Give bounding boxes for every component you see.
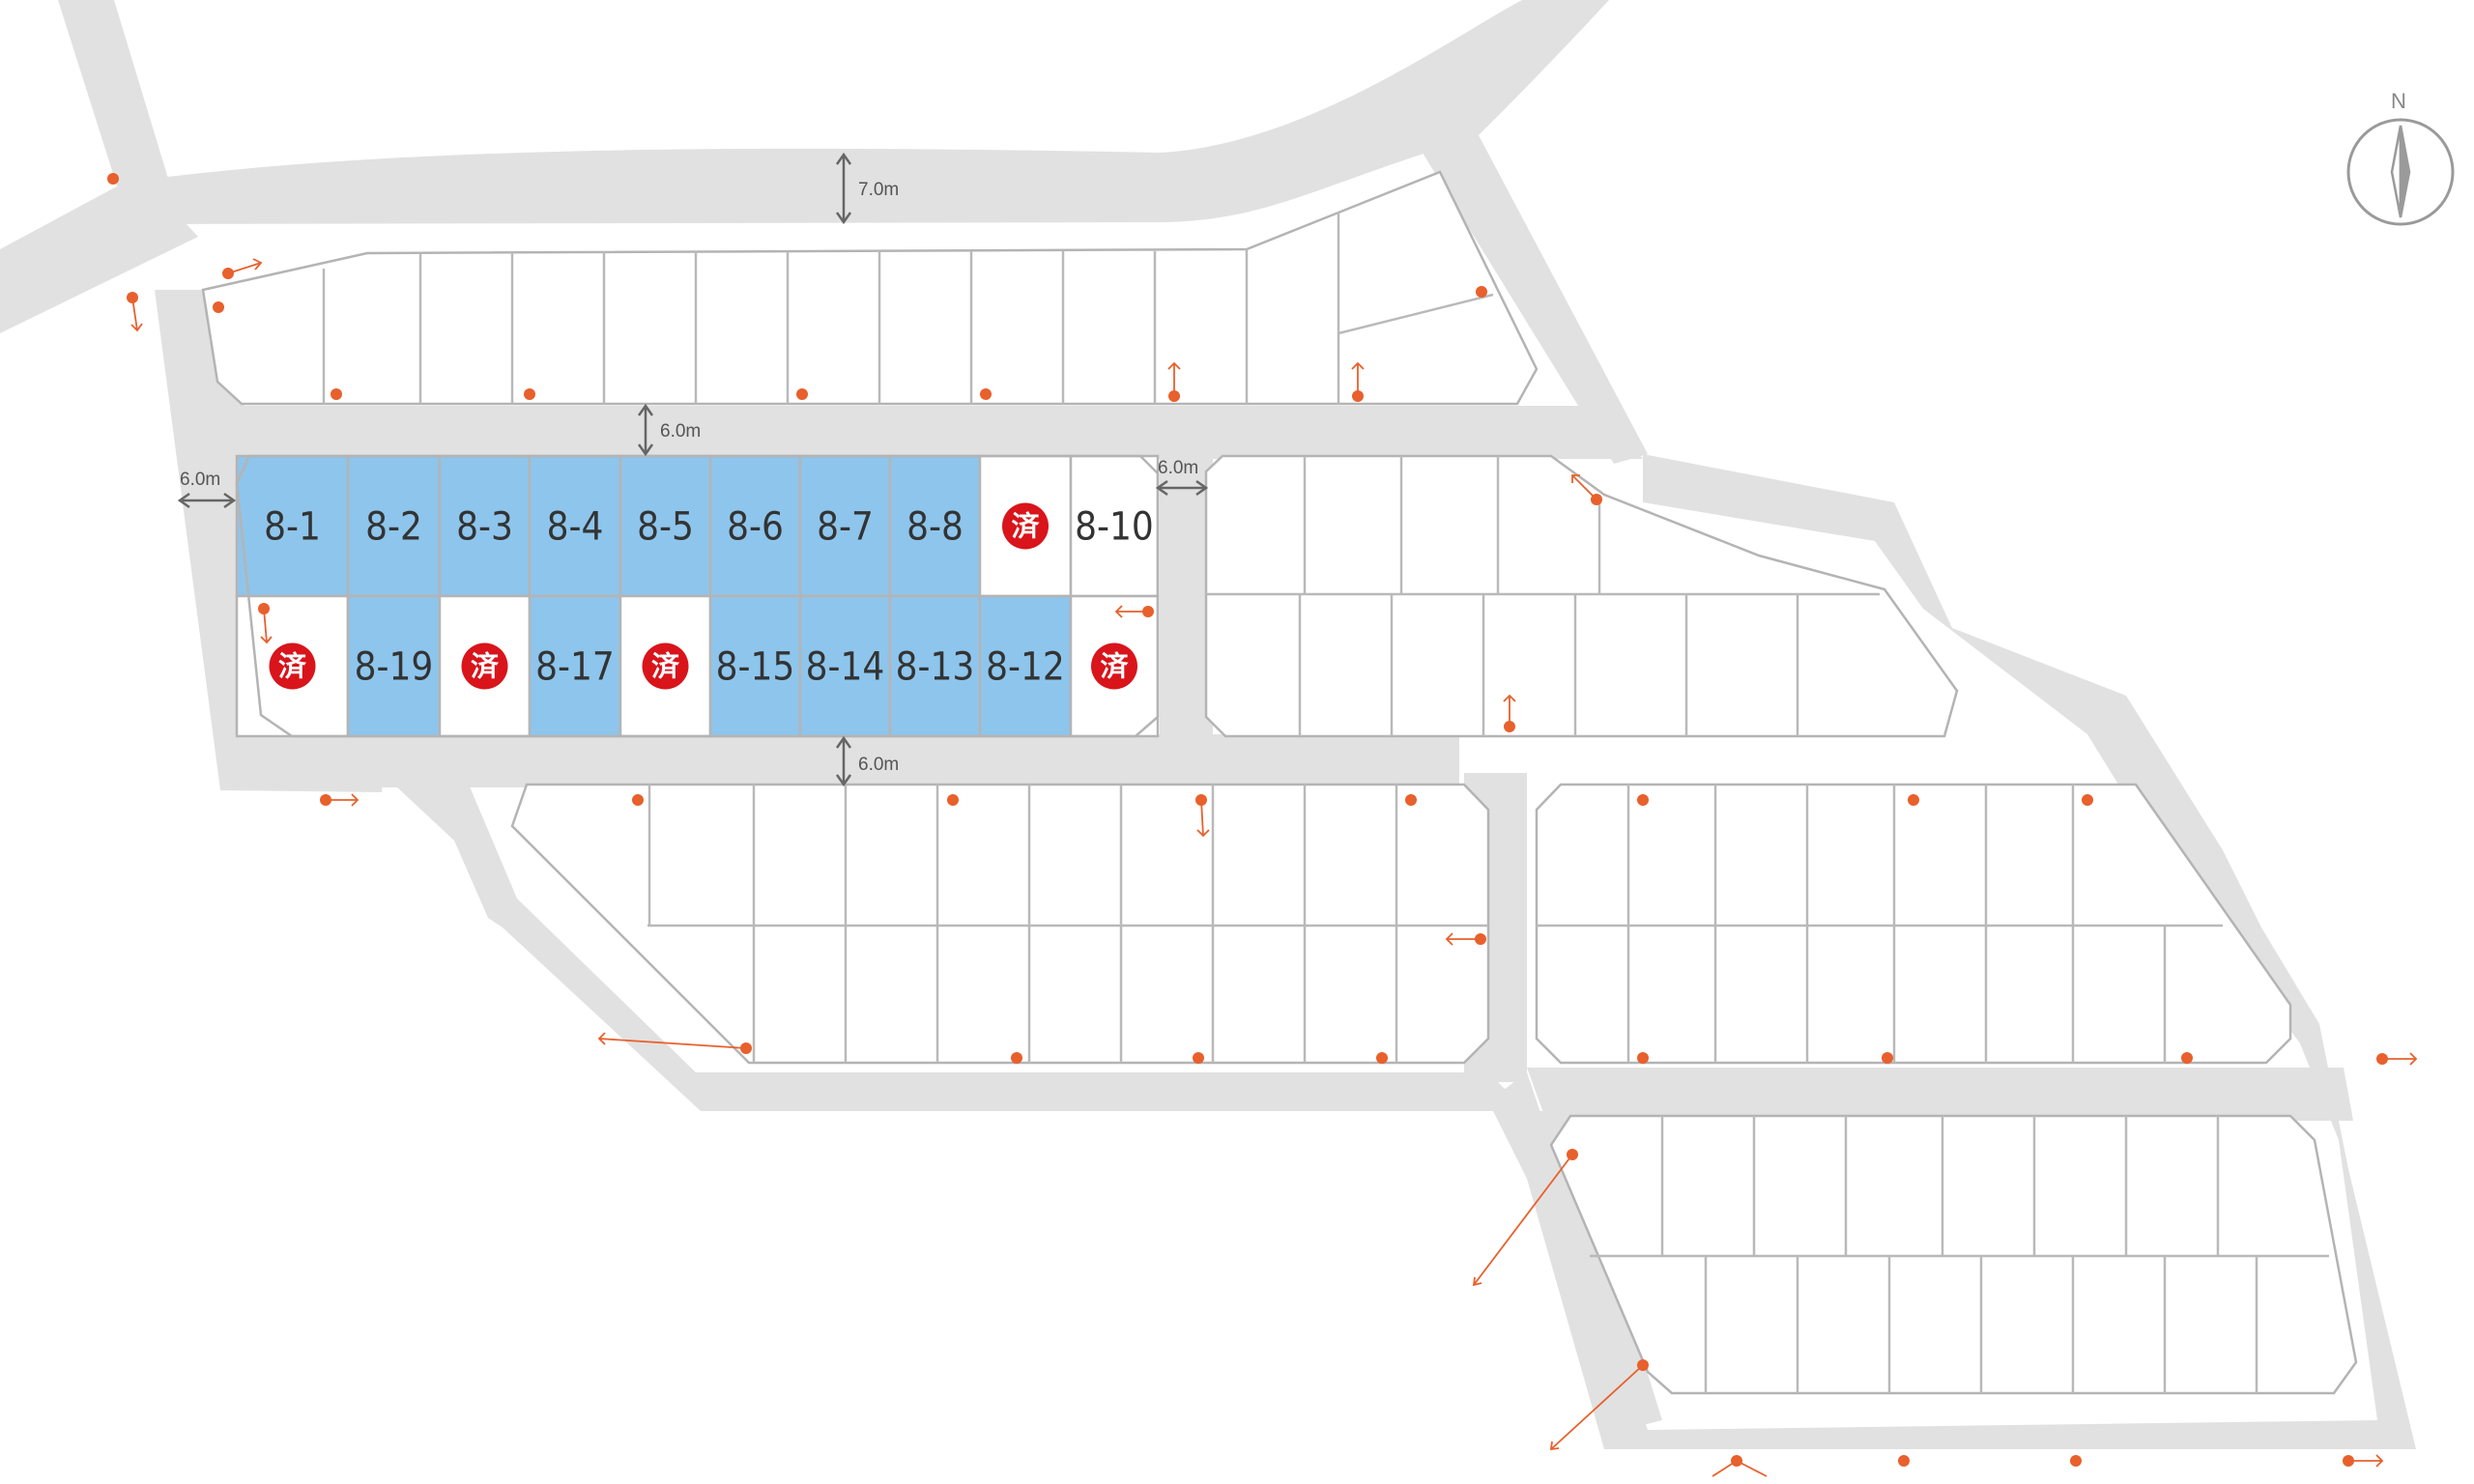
sold-badge-label: 済 bbox=[471, 650, 500, 683]
dim-label-east: 6.0m bbox=[1158, 458, 1198, 478]
middle-road bbox=[222, 734, 1459, 787]
dimension-upper-road: 6.0m bbox=[637, 403, 701, 457]
east-outer-road bbox=[1488, 454, 2416, 1449]
dim-label-upper: 6.0m bbox=[660, 421, 701, 442]
survey-point-markers bbox=[107, 173, 2418, 1477]
sold-badge-label: 済 bbox=[278, 650, 307, 683]
lot-cell-8-13[interactable] bbox=[888, 594, 982, 738]
lower-horizontal-road bbox=[1527, 1068, 2353, 1121]
lot-label: 8-1 bbox=[264, 505, 321, 550]
dimension-north-road: 7.0m bbox=[835, 152, 899, 225]
dimension-lower-road: 6.0m bbox=[835, 735, 899, 787]
south-block bbox=[1549, 1114, 2358, 1395]
east-diagonal-road bbox=[1421, 135, 1648, 464]
lot-label: 8-7 bbox=[817, 505, 874, 550]
center-vertical-road bbox=[1160, 444, 1213, 754]
lot-label: 8-5 bbox=[637, 505, 694, 550]
dim-label-north: 7.0m bbox=[858, 180, 899, 200]
lot-cell-8-6[interactable] bbox=[708, 454, 802, 598]
lot-label: 8-12 bbox=[986, 645, 1065, 690]
southeast-road bbox=[1527, 1111, 1662, 1430]
middle-left-block bbox=[510, 783, 1490, 1065]
lot-label: 8-15 bbox=[716, 645, 795, 690]
dimension-east-road: 6.0m bbox=[1155, 458, 1209, 497]
sold-badge-label: 済 bbox=[1011, 510, 1040, 543]
upper-road bbox=[213, 406, 1643, 459]
lot-label: 8-10 bbox=[1075, 505, 1154, 550]
sold-badge-label: 済 bbox=[651, 650, 680, 683]
road-network bbox=[0, 0, 2416, 1449]
north-compass: N bbox=[2346, 89, 2455, 226]
sold-badge bbox=[461, 642, 508, 690]
lot-label: 8-4 bbox=[547, 505, 604, 550]
lot-cell-8-19[interactable] bbox=[346, 594, 442, 738]
lot-cell-8-12[interactable] bbox=[978, 594, 1073, 738]
north-block bbox=[201, 170, 1539, 406]
dim-label-lower: 6.0m bbox=[858, 755, 899, 775]
lot-cell-8-7[interactable] bbox=[798, 454, 892, 598]
lot-label: 8-13 bbox=[896, 645, 975, 690]
northwest-diagonal-road bbox=[58, 0, 169, 198]
compass-label: N bbox=[2391, 89, 2406, 113]
lot-cell-8-3[interactable] bbox=[438, 454, 532, 598]
dim-label-west: 6.0m bbox=[180, 470, 220, 490]
north-road bbox=[116, 0, 1609, 224]
sold-badge-label: 済 bbox=[1100, 650, 1129, 683]
lot-cell-8-10[interactable] bbox=[1069, 454, 1160, 598]
sold-badge bbox=[642, 642, 689, 690]
lot-label: 8-8 bbox=[906, 505, 964, 550]
lot-label: 8-17 bbox=[535, 645, 615, 690]
lot-label: 8-14 bbox=[806, 645, 885, 690]
sold-badge bbox=[1002, 502, 1049, 550]
lot-label: 8-2 bbox=[365, 505, 422, 550]
lot-label: 8-3 bbox=[456, 505, 513, 550]
lower-left-road bbox=[382, 773, 1508, 1111]
featured-block: 8-1 8-2 8-3 8-4 8-5 8-6 8-7 8-8 済 8-10 済 8-19 済 8-17… bbox=[235, 454, 1160, 738]
lots-top-row: 8-1 8-2 8-3 8-4 8-5 8-6 8-7 8-8 済 8-10 bbox=[235, 454, 1160, 598]
sold-badge bbox=[1091, 642, 1137, 690]
dimension-west-road: 6.0m bbox=[177, 470, 237, 509]
middle-right-block bbox=[1535, 783, 2292, 1065]
lot-label: 8-6 bbox=[727, 505, 784, 550]
lot-label: 8-19 bbox=[355, 645, 434, 690]
sold-badge bbox=[269, 642, 316, 690]
east-upper-block bbox=[1204, 454, 1959, 738]
